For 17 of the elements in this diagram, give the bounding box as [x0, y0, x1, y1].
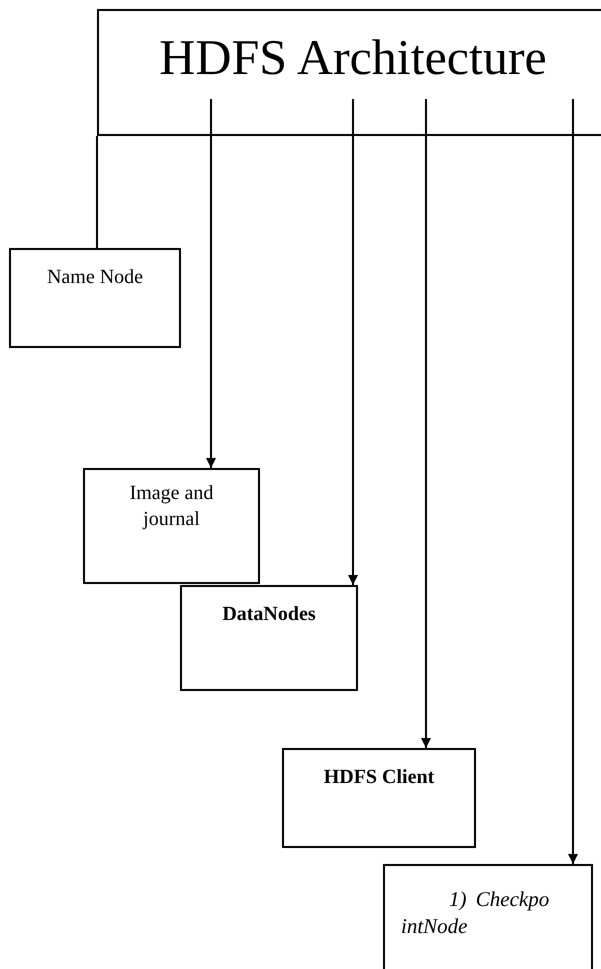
connector-line: [96, 136, 98, 248]
node-label: Name Node: [46, 265, 144, 290]
process-box: [83, 468, 260, 584]
process-box: [282, 748, 476, 848]
node-label: HDFS Architecture: [158, 28, 548, 87]
title-box: [97, 9, 601, 136]
arrow: [568, 99, 578, 864]
node-label: 1) Checkpo intNode: [400, 886, 550, 940]
process-box: [383, 864, 593, 969]
arrow: [421, 99, 431, 748]
process-box: [180, 585, 358, 691]
node-label: DataNodes: [221, 602, 317, 627]
arrow: [206, 99, 216, 468]
node-label: Image and journal: [128, 481, 214, 532]
node-label: HDFS Client: [322, 765, 436, 790]
arrow: [348, 99, 358, 585]
process-box: [9, 248, 181, 348]
